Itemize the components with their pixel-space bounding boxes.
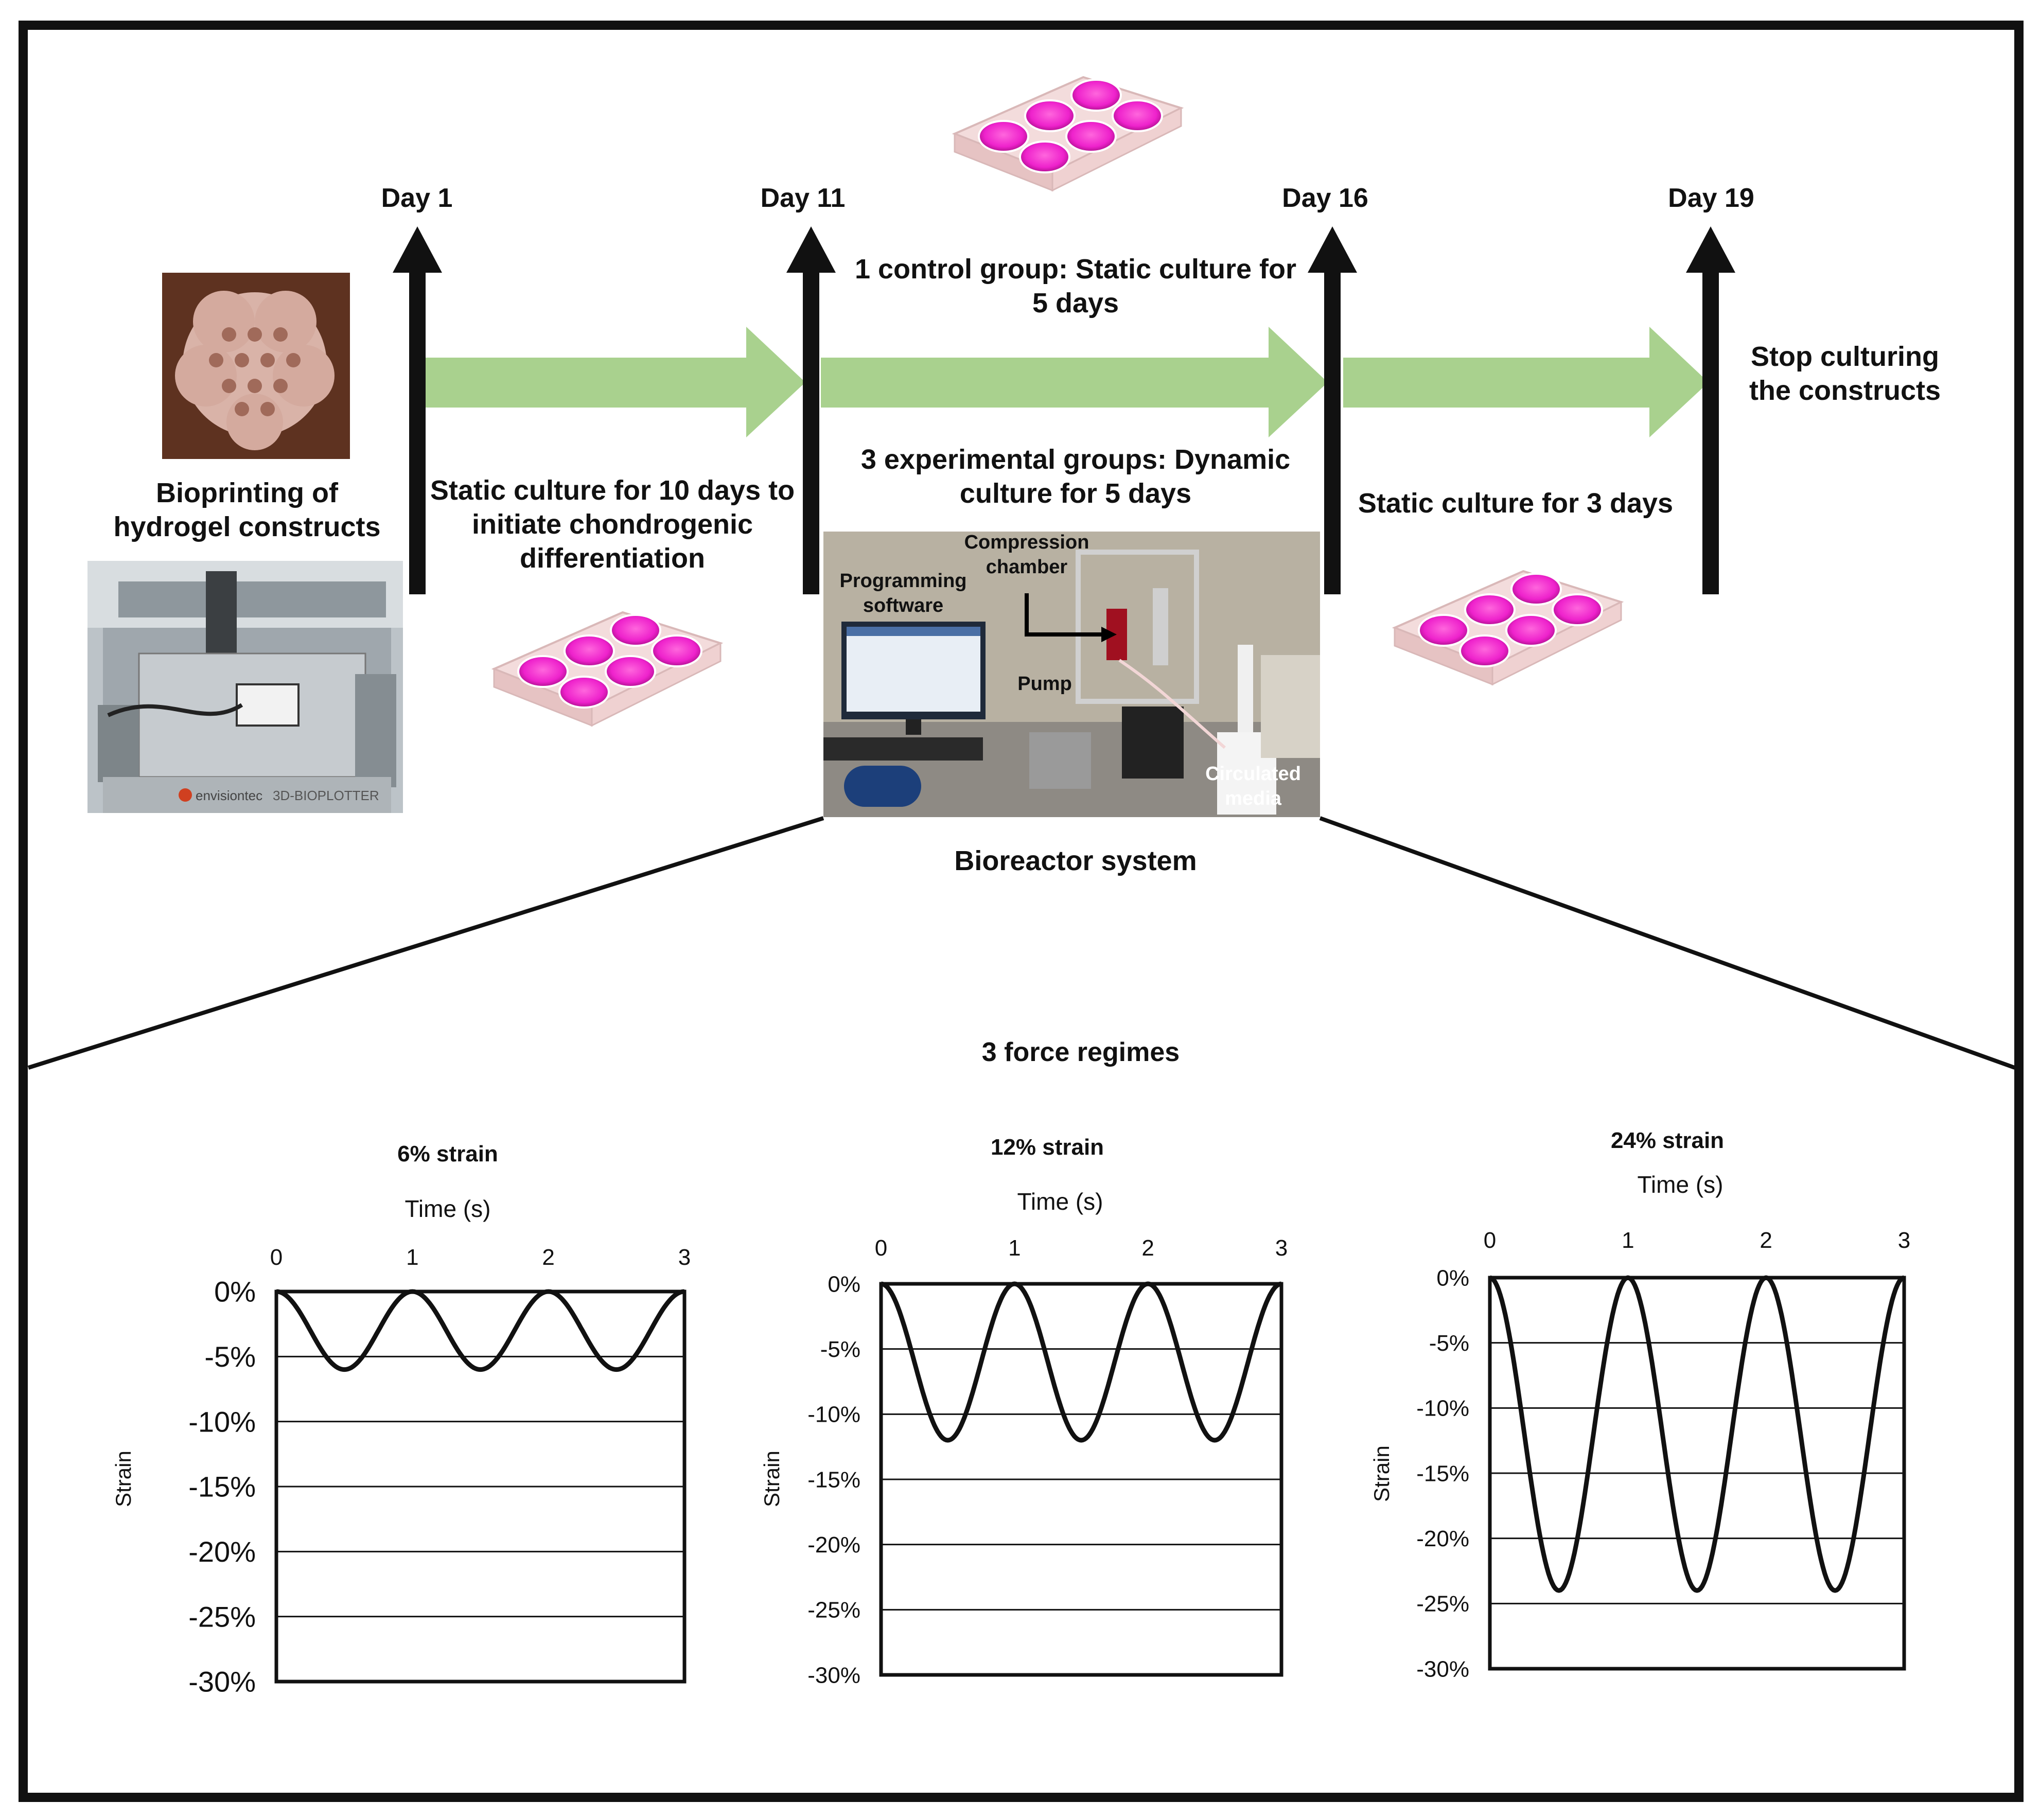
pump-label: Pump bbox=[1017, 673, 1072, 695]
y-tick-label: -30% bbox=[1416, 1656, 1469, 1682]
chart-3-xlabel: Time (s) bbox=[1637, 1171, 1724, 1198]
day-arrow-1 bbox=[393, 226, 442, 594]
hydrogel-construct-photo bbox=[162, 273, 350, 459]
chart-1-xlabel: Time (s) bbox=[405, 1195, 491, 1222]
day-19-label: Day 19 bbox=[1668, 183, 1754, 213]
y-tick-label: -30% bbox=[807, 1663, 860, 1688]
y-tick-label: -20% bbox=[188, 1535, 256, 1568]
x-tick-label: 0 bbox=[270, 1245, 283, 1270]
plot-frame bbox=[1488, 1276, 1906, 1671]
x-tick-label: 2 bbox=[1760, 1228, 1772, 1253]
bioreactor-photo bbox=[823, 532, 1320, 817]
x-tick-label: 1 bbox=[406, 1245, 418, 1270]
y-tick-label: -30% bbox=[188, 1666, 256, 1698]
y-tick-label: -25% bbox=[807, 1598, 860, 1623]
y-tick-label: 0% bbox=[1436, 1265, 1469, 1291]
y-tick-label: -20% bbox=[1416, 1526, 1469, 1551]
y-tick-label: -5% bbox=[1429, 1331, 1469, 1356]
x-tick-label: 0 bbox=[1484, 1228, 1496, 1253]
x-tick-label: 2 bbox=[1141, 1235, 1154, 1261]
y-tick-label: -20% bbox=[807, 1532, 860, 1558]
circulated-media-label: Circulated media bbox=[1205, 763, 1301, 809]
plot-frame bbox=[879, 1282, 1283, 1677]
experimental-groups-label: 3 experimental groups: Dynamic culture f… bbox=[860, 444, 1291, 509]
chart-3-title: 24% strain bbox=[1610, 1128, 1725, 1153]
y-tick-label: -5% bbox=[204, 1340, 256, 1373]
strain-series-line bbox=[275, 1289, 685, 1372]
strain-series-line bbox=[1489, 1275, 1905, 1593]
chart-2-xlabel: Time (s) bbox=[1017, 1188, 1103, 1215]
bioprinting-label: Bioprinting of hydrogel constructs bbox=[113, 478, 381, 542]
programming-software-label: Programming software bbox=[839, 570, 967, 616]
strain-series-line bbox=[880, 1281, 1282, 1443]
y-tick-label: 0% bbox=[828, 1271, 860, 1297]
bioreactor-system-label: Bioreactor system bbox=[954, 845, 1197, 876]
chart-1-title: 6% strain bbox=[397, 1141, 498, 1167]
day-16-label: Day 16 bbox=[1282, 183, 1368, 213]
figure-frame bbox=[19, 21, 2024, 1802]
x-tick-label: 3 bbox=[1898, 1228, 1910, 1253]
progress-arrow-3 bbox=[1343, 327, 1709, 437]
x-tick-label: 1 bbox=[1622, 1228, 1634, 1253]
day-arrow-19 bbox=[1686, 226, 1735, 594]
y-tick-label: 0% bbox=[214, 1276, 256, 1308]
day-11-label: Day 11 bbox=[760, 183, 846, 213]
compression-chamber-label: Compression chamber bbox=[964, 532, 1089, 578]
printer-brand-text: envisiontec bbox=[196, 788, 262, 803]
x-tick-label: 1 bbox=[1008, 1235, 1021, 1261]
y-tick-label: -15% bbox=[807, 1467, 860, 1492]
y-tick-label: -15% bbox=[188, 1471, 256, 1503]
y-tick-label: -25% bbox=[1416, 1592, 1469, 1617]
progress-arrow-1 bbox=[425, 327, 805, 437]
y-tick-label: -10% bbox=[188, 1405, 256, 1438]
x-tick-label: 3 bbox=[678, 1245, 691, 1270]
force-regimes-title: 3 force regimes bbox=[981, 1037, 1180, 1067]
chart-2-title: 12% strain bbox=[990, 1135, 1104, 1160]
bioprinter-photo: envisiontec 3D-BIOPLOTTER bbox=[87, 561, 403, 813]
x-tick-label: 3 bbox=[1275, 1235, 1288, 1261]
control-group-label: 1 control group: Static culture for 5 da… bbox=[854, 254, 1297, 319]
day-arrow-16 bbox=[1308, 226, 1357, 594]
day-arrow-11 bbox=[786, 226, 836, 594]
static-culture-3-label: Static culture for 3 days bbox=[1358, 488, 1674, 519]
plot-frame bbox=[274, 1289, 687, 1684]
x-tick-label: 0 bbox=[875, 1235, 887, 1261]
static-culture-10-label: Static culture for 10 days to initiate c… bbox=[430, 475, 795, 574]
y-tick-label: -25% bbox=[188, 1600, 256, 1633]
x-tick-label: 2 bbox=[542, 1245, 554, 1270]
progress-arrow-2 bbox=[821, 327, 1328, 437]
y-tick-label: -10% bbox=[1416, 1396, 1469, 1421]
y-tick-label: -5% bbox=[820, 1337, 860, 1362]
printer-model-text: 3D-BIOPLOTTER bbox=[273, 788, 379, 803]
y-tick-label: -15% bbox=[1416, 1461, 1469, 1486]
day-1-label: Day 1 bbox=[381, 183, 453, 213]
y-tick-label: -10% bbox=[807, 1402, 860, 1427]
stop-culturing-label: Stop culturing the constructs bbox=[1749, 341, 1941, 406]
